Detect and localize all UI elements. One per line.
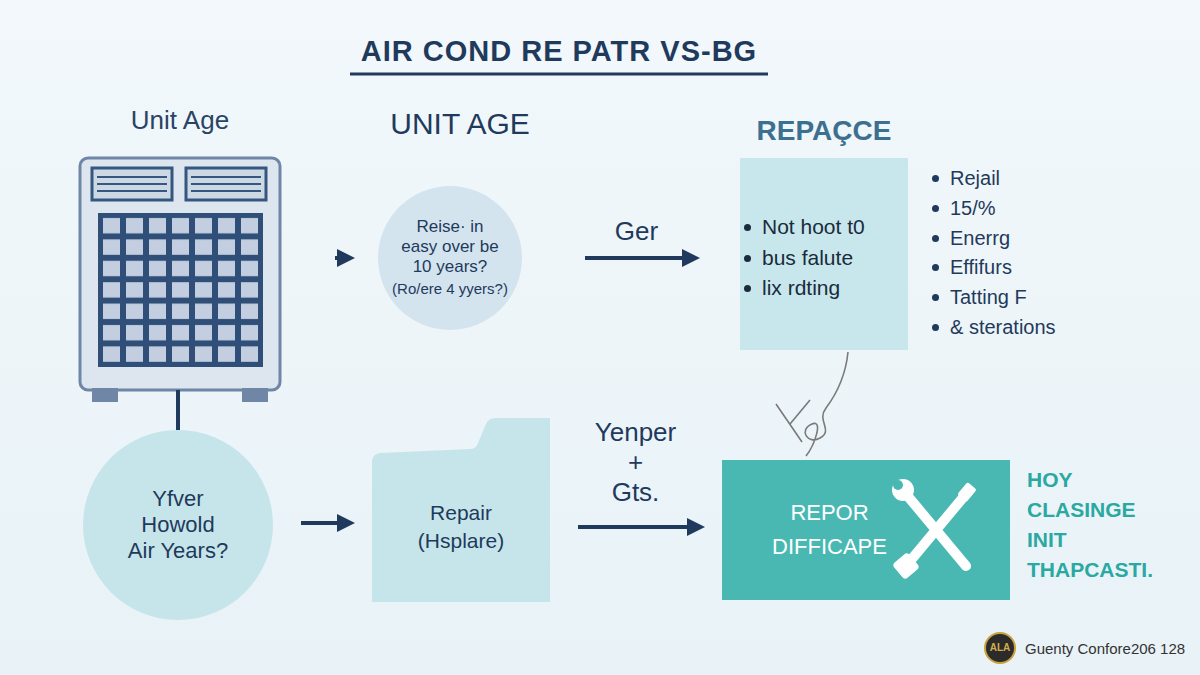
ac-grille: [100, 215, 261, 365]
screwdriver-handle: [892, 552, 920, 580]
box-heading: REPAÇCE: [740, 114, 908, 148]
unit-heading: Unit Age: [78, 104, 282, 136]
edge-label: Yenper + Gts.: [576, 417, 696, 507]
flow-arrow: [335, 256, 343, 260]
replace-box: REPAÇCE Not hoot t0 bus falutelix rdting: [740, 110, 908, 350]
connector-line: [176, 390, 180, 430]
circle-question: Yfver Howold Air Years?: [126, 486, 231, 564]
flow-arrow: [578, 525, 693, 529]
ac-unit-body: [80, 158, 280, 390]
bullet-dot: [744, 255, 751, 262]
bullet-dot: [932, 235, 939, 242]
title-underline: [350, 73, 768, 76]
age-circle: UNIT AGE Reise· in easy over be 10 years?…: [370, 100, 550, 332]
wrench-handle: [906, 494, 966, 566]
vent-slat: [191, 176, 261, 178]
benefit-item: Tatting F: [950, 284, 1150, 310]
bullet-item: Not hoot t0: [762, 213, 904, 241]
logo-badge: [985, 633, 1015, 663]
watermark: Guenty Confore206 128: [1025, 640, 1200, 658]
circle-heading: UNIT AGE: [370, 106, 550, 142]
bullet-dot: [744, 224, 751, 231]
repair-folder: Repair(Hsplare): [372, 416, 550, 602]
folder-note: (Hsplare): [372, 528, 550, 554]
bullet-dot: [932, 324, 939, 331]
vent-slat: [97, 183, 167, 185]
bullet-dot: [932, 264, 939, 271]
benefit-item: & sterations: [950, 314, 1150, 340]
box-text: REPOR DIFFICAPE: [762, 496, 897, 564]
ac-foot: [242, 388, 268, 402]
folder-shape: [372, 418, 550, 602]
ac-unit: Unit Age: [78, 100, 282, 402]
ac-vent: [186, 168, 266, 200]
bullet-dot: [932, 205, 939, 212]
ac-foot: [92, 388, 118, 402]
benefit-item: 15/%: [950, 195, 1150, 221]
vent-slat: [97, 176, 167, 178]
box-shape: [740, 158, 908, 350]
logo-mark: ALA: [986, 642, 1014, 654]
scribble-mark: [776, 400, 810, 442]
benefit-item: Rejail: [950, 165, 1150, 191]
benefit-item: Enerrg: [950, 225, 1150, 251]
ac-vent: [92, 168, 172, 200]
vent-slat: [97, 190, 167, 192]
bullet-dot: [932, 294, 939, 301]
vent-slat: [191, 190, 261, 192]
bullet-item: lix rdting: [762, 274, 904, 302]
side-note: HOY CLASINGE INIT THAPCASTI.: [1027, 465, 1172, 585]
bullet-dot: [932, 175, 939, 182]
node-outline: [722, 460, 1010, 600]
wrench-jaw: [893, 480, 903, 490]
vent-slat: [191, 183, 261, 185]
flow-arrow: [301, 521, 343, 525]
scribble-line: [805, 352, 848, 456]
screwdriver-tip: [957, 482, 976, 502]
bullet-dot: [744, 285, 751, 292]
circle-shape: [83, 430, 273, 620]
flow-arrow: [585, 256, 688, 260]
diagram-title: AIR COND RE PATR VS-BG: [300, 34, 818, 68]
circle-question: Reise· in easy over be 10 years?: [400, 217, 501, 277]
folder-text: Repair: [372, 500, 550, 526]
circle-note: (Ro/ere 4 yyers?): [375, 280, 525, 298]
screwdriver-shaft: [906, 494, 966, 566]
difficulty-box: REPOR DIFFICAPE: [722, 460, 1010, 600]
box-shape: [722, 460, 1010, 600]
circle-shape: [378, 186, 522, 330]
benefit-item: Effifurs: [950, 254, 1150, 280]
wrench-head: [892, 479, 914, 501]
question-circle: Yfver Howold Air Years?: [83, 430, 273, 620]
edge-label: Ger: [587, 216, 687, 246]
bullet-item: bus falute: [762, 244, 904, 272]
